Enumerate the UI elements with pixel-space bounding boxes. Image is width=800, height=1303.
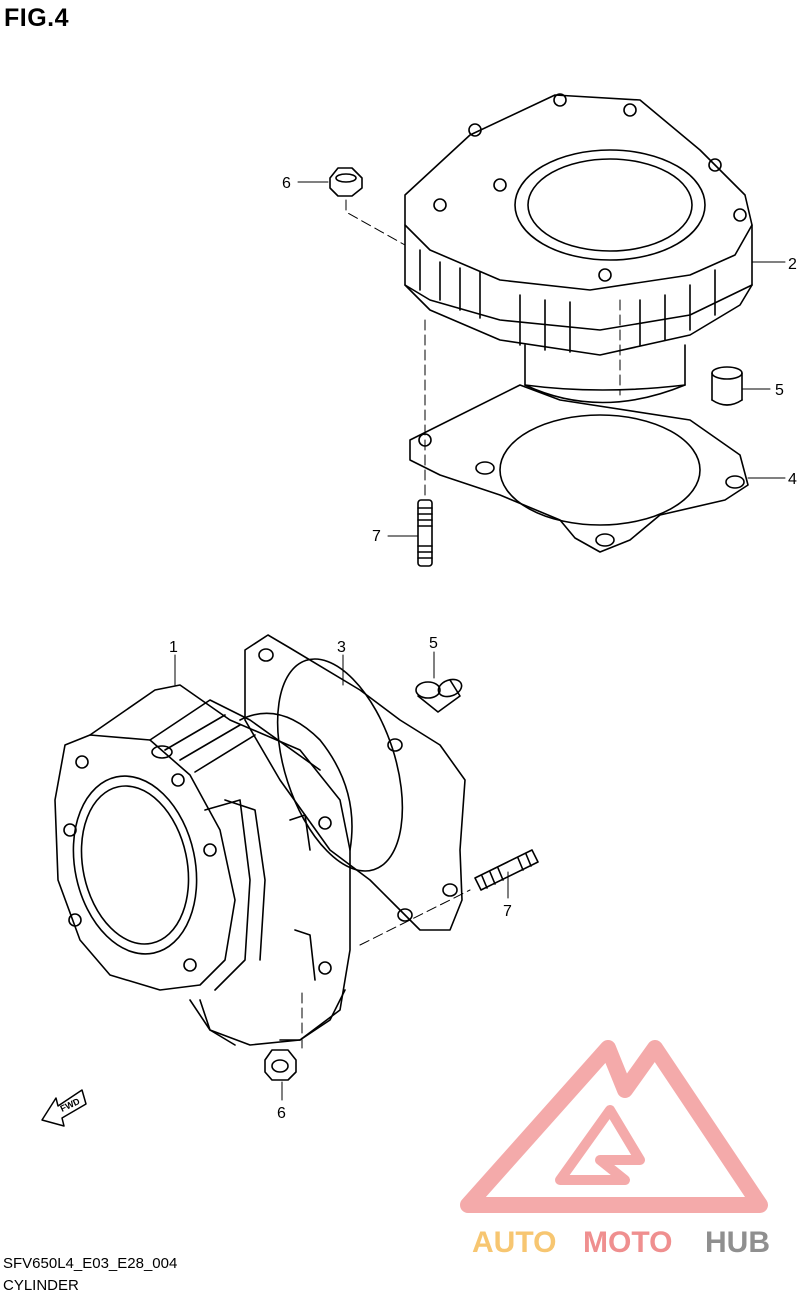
callout-top-5: 5: [775, 382, 784, 399]
callout-top-7: 7: [372, 528, 381, 545]
callout-top-4: 4: [788, 471, 797, 488]
front-nut-part-6: [264, 1049, 297, 1081]
front-stud-bolt-part-7: [474, 849, 539, 891]
rear-cylinder-part-2: [404, 93, 753, 404]
watermark-brand-part1: AUTO: [472, 1226, 556, 1259]
diagram-code: SFV650L4_E03_E28_004: [3, 1255, 178, 1272]
front-dowel-pin-part-5: [415, 678, 463, 713]
rear-dowel-pin-part-5: [711, 366, 743, 406]
rear-base-gasket-part-4: [409, 384, 749, 553]
watermark-brand-part3: HUB: [705, 1226, 770, 1259]
front-base-gasket-part-3: [244, 634, 466, 931]
rear-stud-bolt-part-7: [417, 499, 433, 567]
callout-top-2: 2: [788, 256, 797, 273]
callout-bottom-7: 7: [503, 903, 512, 920]
fwd-direction-arrow-icon: FWD: [41, 1089, 87, 1127]
diagram-name: CYLINDER: [3, 1277, 79, 1294]
watermark-brand-part2: MOTO: [583, 1226, 672, 1259]
callout-bottom-5: 5: [429, 635, 438, 652]
callout-top-6: 6: [282, 175, 291, 192]
figure-title: FIG.4: [4, 4, 70, 32]
callout-bottom-6: 6: [277, 1105, 286, 1122]
callout-bottom-3: 3: [337, 639, 346, 656]
rear-nut-part-6: [329, 167, 363, 197]
automotohub-watermark-logo: AUTO MOTO HUB: [460, 1040, 770, 1259]
front-cylinder-part-1: [54, 684, 353, 1046]
callout-bottom-1: 1: [169, 639, 178, 656]
